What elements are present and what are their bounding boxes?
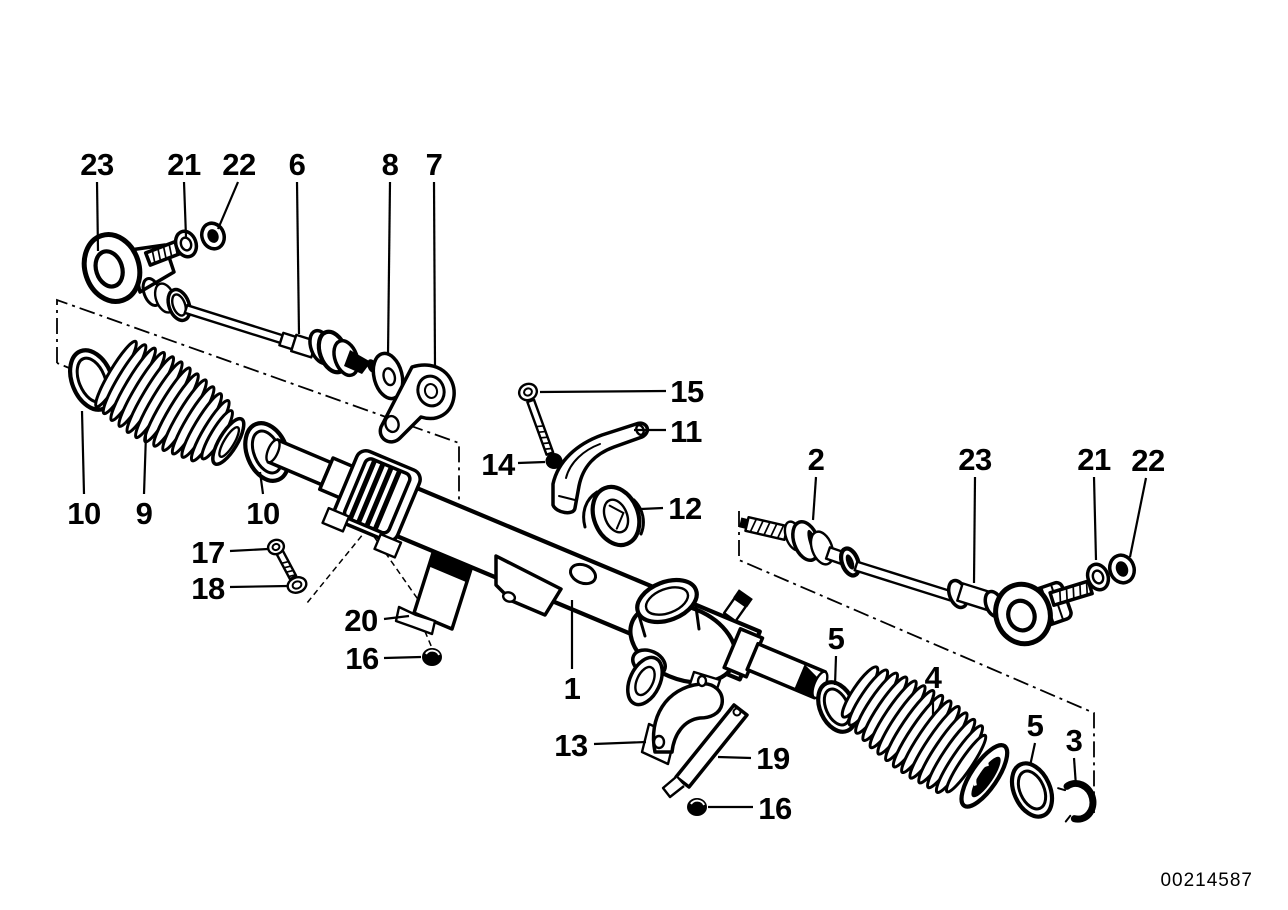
part-callout-11-7[interactable]: 11: [670, 414, 703, 449]
part-callout-23-11[interactable]: 23: [958, 442, 992, 477]
part-callout-2-10[interactable]: 2: [808, 442, 825, 477]
washer-18: [286, 576, 308, 594]
part-callout-4-26[interactable]: 4: [925, 660, 944, 695]
bellows-left-9: [94, 339, 246, 466]
part-callout-22-13[interactable]: 22: [1131, 443, 1165, 478]
bellows-right-4: [840, 665, 1010, 809]
rubber-stop-14: [545, 453, 563, 469]
part-callout-1-21[interactable]: 1: [564, 671, 582, 706]
part-callout-5-25[interactable]: 5: [828, 621, 846, 656]
lock-washer-right: [1085, 562, 1111, 592]
part-callout-19-23[interactable]: 19: [756, 741, 790, 776]
part-callout-18-18[interactable]: 18: [191, 571, 225, 606]
lock-nut-right: [1107, 553, 1137, 585]
callout-leader-3: [1072, 757, 1078, 787]
callout-leader-13: [593, 740, 647, 746]
callout-leader-6: [295, 181, 301, 335]
rack-shaft-right: [722, 627, 829, 700]
lock-nut-left: [199, 221, 227, 251]
tie-rod-left: [141, 277, 377, 378]
part-callout-6-3[interactable]: 6: [289, 147, 307, 182]
clamp-shell-12: [582, 484, 645, 548]
lower-clamp-13: [640, 670, 724, 766]
o-ring-5-right: [1009, 761, 1055, 819]
hex-nut-16-upper: [422, 648, 442, 666]
part-callout-16-20[interactable]: 16: [345, 641, 379, 676]
callout-leader-21: [182, 181, 188, 238]
callout-leader-5: [833, 655, 838, 686]
upper-clamp-11: [551, 421, 650, 515]
part-callout-22-2[interactable]: 22: [222, 147, 256, 182]
part-callout-10-16[interactable]: 10: [246, 496, 280, 531]
callout-leader-17: [229, 547, 269, 553]
callout-leader-9: [142, 433, 148, 495]
part-callout-21-12[interactable]: 21: [1077, 442, 1111, 477]
callout-leader-22: [1128, 477, 1148, 558]
clamp-bolt-15: [517, 382, 555, 456]
part-callout-21-1[interactable]: 21: [167, 147, 201, 182]
spacer-washer-8: [371, 351, 405, 401]
part-callout-14-8[interactable]: 14: [481, 447, 516, 482]
part-callout-15-6[interactable]: 15: [670, 374, 704, 409]
callout-leader-15: [539, 389, 667, 394]
callout-leader-20: [383, 614, 410, 621]
cutaway-frame: [738, 511, 1095, 813]
assembly-line: [367, 527, 425, 609]
clamp-strap-19: [661, 703, 749, 799]
assembly-line: [306, 527, 369, 604]
rubber-mount: [321, 449, 422, 559]
inner-tie-rod-2: [739, 515, 1005, 619]
callout-leader-5: [1028, 742, 1037, 767]
lock-washer-left: [173, 229, 199, 259]
part-callout-12-9[interactable]: 12: [668, 491, 702, 526]
callout-leader-19: [717, 755, 752, 760]
callout-leader-16: [383, 655, 422, 660]
part-callout-9-15[interactable]: 9: [136, 496, 154, 531]
part-callout-23-0[interactable]: 23: [80, 147, 114, 182]
housing-arm: [494, 554, 563, 617]
bolt-17: [266, 538, 298, 581]
hex-nut-16-lower: [687, 798, 707, 816]
part-callout-7-5[interactable]: 7: [426, 147, 443, 182]
callout-leader-12: [640, 506, 664, 511]
drawing-id-code: 00214587: [1160, 870, 1253, 891]
callout-leader-23: [972, 476, 977, 584]
callout-leader-10: [258, 471, 265, 495]
callout-leader-7: [432, 181, 437, 368]
callout-leader-14: [517, 460, 546, 465]
part-callout-10-14[interactable]: 10: [67, 496, 101, 531]
callout-leader-23: [95, 181, 100, 252]
callout-leader-18: [229, 584, 289, 589]
housing-boss: [568, 562, 598, 586]
pinion-housing: [626, 577, 753, 707]
tie-rod-end-left: [81, 232, 176, 304]
tie-rod-end-right: [993, 580, 1073, 647]
callout-leader-2: [811, 476, 818, 521]
tie-rod-stud-right: [1048, 579, 1094, 607]
callout-leader-10: [80, 410, 86, 495]
callout-leader-21: [1092, 476, 1098, 561]
part-callout-8-4[interactable]: 8: [382, 147, 400, 182]
callout-leader-22: [216, 181, 240, 230]
damper-bracket-7: [378, 363, 456, 444]
part-callout-16-24[interactable]: 16: [758, 791, 792, 826]
support-bracket-20: [394, 605, 437, 636]
callout-leader-8: [386, 181, 392, 356]
part-callout-5-27[interactable]: 5: [1027, 708, 1045, 743]
part-callout-20-19[interactable]: 20: [344, 603, 378, 638]
part-callout-13-22[interactable]: 13: [554, 728, 588, 763]
mount-plate: [412, 551, 473, 631]
part-callout-3-28[interactable]: 3: [1066, 723, 1084, 758]
part-callout-17-17[interactable]: 17: [191, 535, 225, 570]
